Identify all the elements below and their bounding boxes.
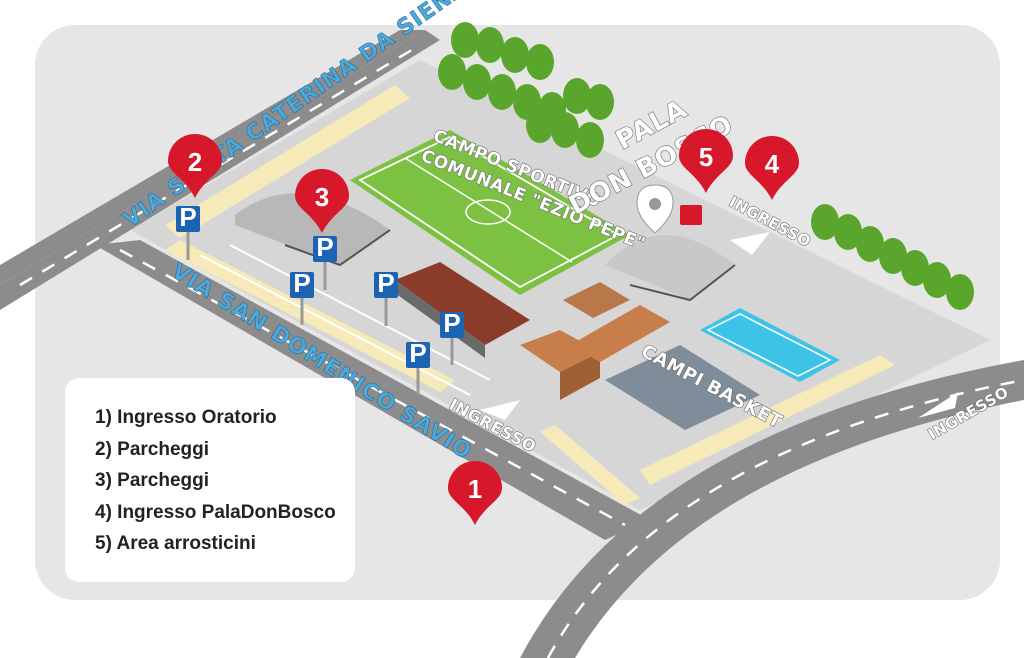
sidewalk-left	[165, 240, 455, 392]
pin-4-label: 4	[765, 149, 780, 179]
parking-sign-label: P	[179, 202, 196, 232]
pala-don-bosco-building	[605, 235, 736, 302]
parking-sign-4: P	[374, 268, 398, 326]
parking-sign-3: P	[290, 268, 314, 325]
parking-lot	[199, 244, 491, 396]
arrow-entrance-main	[480, 400, 520, 420]
pin-4[interactable]: 4	[745, 136, 799, 200]
parking-sign-1: P	[176, 202, 200, 260]
parking-sign-label: P	[377, 268, 394, 298]
site-ground	[130, 60, 990, 510]
basketball-courts	[605, 345, 760, 430]
covered-building	[395, 262, 530, 345]
road-via-san-domenico	[95, 240, 650, 540]
pin-5[interactable]: 5	[679, 129, 733, 193]
legend-panel: 1) Ingresso Oratorio 2) Parcheggi 3) Par…	[65, 378, 355, 582]
parking-sign-label: P	[443, 308, 460, 338]
parking-sign-label: P	[293, 268, 310, 298]
pin-1[interactable]: 1	[448, 461, 502, 525]
legend-item-4: 4) Ingresso PalaDonBosco	[95, 501, 336, 523]
arrow-entrance-side	[918, 392, 958, 418]
oratorio-building	[520, 330, 600, 372]
parking-sign-2: P	[313, 232, 337, 290]
legend-item-5: 5) Area arrosticini	[95, 533, 256, 554]
pin-5-label: 5	[699, 142, 713, 172]
arrow-entrance-pala	[730, 232, 770, 255]
road-curve	[520, 360, 1024, 658]
pin-3-label: 3	[315, 182, 329, 212]
parking-sign-label: P	[409, 338, 426, 368]
sidewalk-top	[165, 85, 410, 238]
parking-sign-label: P	[316, 232, 333, 262]
parking-dome	[235, 193, 391, 267]
grill-stand	[680, 205, 702, 225]
sidewalk-right	[540, 425, 640, 505]
road-via-santa-caterina	[0, 30, 440, 310]
parking-sign-5: P	[440, 308, 464, 365]
pin-2-label: 2	[188, 147, 202, 177]
legend-item-2: 2) Parcheggi	[95, 438, 210, 460]
trees-top	[438, 22, 614, 158]
legend-item-3: 3) Parcheggi	[95, 470, 210, 491]
legend-item-1: 1) Ingresso Oratorio	[95, 407, 277, 428]
futsal-courts	[700, 308, 840, 382]
pin-1-label: 1	[468, 474, 482, 504]
trees-right	[811, 204, 974, 310]
brown-building-small	[563, 282, 630, 318]
pin-2[interactable]: 2	[168, 134, 222, 198]
parking-sign-6: P	[406, 338, 430, 395]
pin-3[interactable]: 3	[295, 169, 349, 233]
